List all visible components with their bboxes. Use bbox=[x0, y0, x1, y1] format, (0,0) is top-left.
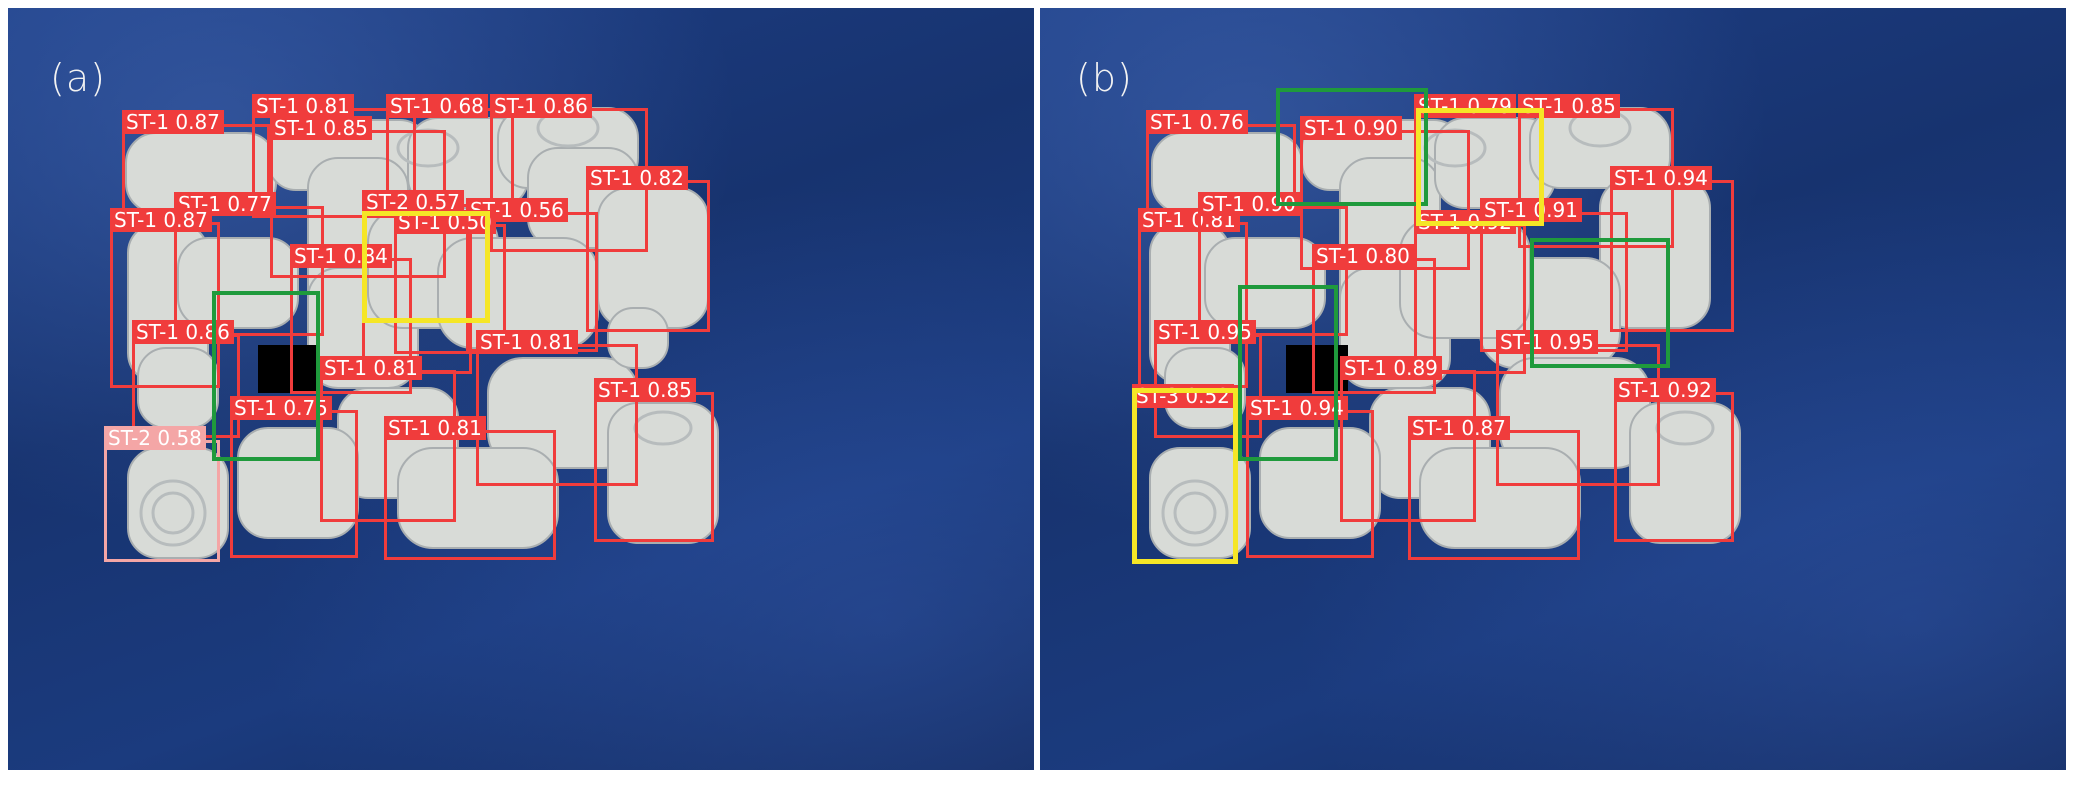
detection-label: ST-1 0.87 bbox=[122, 110, 224, 134]
false-detection-highlight bbox=[362, 211, 490, 323]
detection-label: ST-1 0.77 bbox=[174, 192, 276, 216]
detection-label: ST-1 0.75 bbox=[230, 396, 332, 420]
detection-box bbox=[586, 180, 710, 332]
detection-box bbox=[1408, 430, 1580, 560]
detection-label: ST-1 0.92 bbox=[1614, 378, 1716, 402]
detection-label: ST-1 0.82 bbox=[586, 166, 688, 190]
panel-label: (b) bbox=[1076, 56, 1133, 100]
detection-label: ST-1 0.84 bbox=[290, 244, 392, 268]
detection-box bbox=[594, 392, 714, 542]
detection-label: ST-1 0.81 bbox=[252, 94, 354, 118]
false-detection-highlight bbox=[1132, 388, 1238, 564]
detection-label: ST-1 0.81 bbox=[384, 416, 486, 440]
detection-label: ST-2 0.58 bbox=[104, 426, 206, 450]
detection-label: ST-1 0.94 bbox=[1246, 396, 1348, 420]
detection-box bbox=[1614, 392, 1734, 542]
missed-detection-highlight bbox=[212, 291, 320, 461]
panel-label: (a) bbox=[50, 56, 106, 100]
detection-label: ST-1 0.81 bbox=[320, 356, 422, 380]
corrected-detection-highlight bbox=[1238, 285, 1338, 461]
detection-label: ST-1 0.85 bbox=[1518, 94, 1620, 118]
detection-box bbox=[384, 430, 556, 560]
detection-label: ST-1 0.87 bbox=[110, 208, 212, 232]
detection-label: ST-1 0.95 bbox=[1496, 330, 1598, 354]
corrected-detection-highlight bbox=[1530, 238, 1670, 368]
detection-box bbox=[104, 440, 220, 562]
detection-label: ST-1 0.86 bbox=[490, 94, 592, 118]
detection-label: ST-1 0.89 bbox=[1340, 356, 1442, 380]
detection-label: ST-1 0.79 bbox=[1414, 94, 1516, 118]
detection-label: ST-1 0.85 bbox=[270, 116, 372, 140]
detection-label: ST-1 0.68 bbox=[386, 94, 488, 118]
detection-label: ST-1 0.81 bbox=[476, 330, 578, 354]
detection-label: ST-1 0.87 bbox=[1408, 416, 1510, 440]
occlusion-patch bbox=[258, 345, 320, 393]
false-detection-highlight bbox=[1416, 108, 1544, 226]
panel-a: (a) ST-1 0.87 ST-1 0.81 ST-1 0.68 ST-1 0… bbox=[8, 8, 1034, 770]
detection-label: ST-1 0.76 bbox=[1146, 110, 1248, 134]
detection-label: ST-1 0.95 bbox=[1154, 320, 1256, 344]
panel-b: (b) ST-1 0.76 ST-1 0.90 ST-1 0.79 ST-1 0… bbox=[1040, 8, 2066, 770]
detection-label: ST-1 0.94 bbox=[1610, 166, 1712, 190]
detection-label: ST-1 0.85 bbox=[594, 378, 696, 402]
detection-label: ST-1 0.91 bbox=[1480, 198, 1582, 222]
corrected-detection-highlight bbox=[1276, 88, 1428, 206]
detection-label: ST-1 0.90 bbox=[1300, 116, 1402, 140]
detection-label: ST-1 0.80 bbox=[1312, 244, 1414, 268]
